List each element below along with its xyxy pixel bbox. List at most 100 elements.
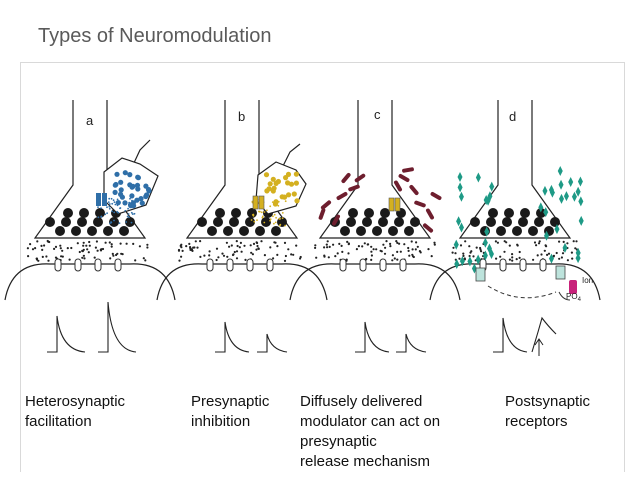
caption-a: Heterosynaptic facilitation (25, 393, 126, 430)
frame-right-line (624, 62, 625, 472)
synaptic-vesicle (496, 226, 506, 236)
transmitter-dot (110, 243, 113, 246)
transmitter-dot (37, 259, 40, 262)
postsynaptic-receptor (206, 258, 214, 272)
transmitter-dot (508, 258, 511, 261)
synaptic-vesicle (520, 208, 530, 218)
modulator-dot (106, 206, 108, 209)
transmitter-dot (499, 255, 502, 258)
transmitter-dot (325, 243, 328, 246)
transmitter-dot (370, 250, 373, 253)
modulator-dot (97, 206, 99, 209)
postsynaptic-modulator-molecule (475, 254, 481, 265)
diffuse-modulator-molecule (318, 208, 326, 220)
modulator-dot (269, 205, 272, 208)
transmitter-dot (334, 255, 337, 258)
modulator-dot (108, 203, 111, 205)
transmitter-dot (574, 247, 577, 250)
transmitter-dot (511, 259, 514, 262)
transmitter-dot (375, 248, 378, 251)
modulator-dot (107, 201, 110, 204)
modulator-dot (118, 222, 121, 225)
presynaptic-terminal-outline (458, 100, 572, 239)
transmitter-dot (299, 255, 302, 259)
transmitter-dot (503, 240, 506, 243)
postsynaptic-modulator-molecule (558, 179, 564, 190)
transmitter-dot (194, 240, 197, 243)
transmitter-dot (385, 240, 388, 243)
modulator-dot (109, 222, 111, 225)
modulator-dot (269, 218, 272, 221)
transmitter-dot (370, 254, 373, 257)
transmitter-dot (391, 254, 394, 257)
transmitter-dot (41, 255, 44, 258)
modulator-vesicle (127, 172, 133, 178)
caption-d: Postsynaptic receptors (505, 393, 591, 430)
transmitter-dot (238, 246, 241, 249)
transmitter-dot (323, 246, 326, 249)
transmitter-dot (70, 246, 73, 250)
transmitter-dot (146, 243, 149, 246)
synaptic-vesicle (207, 226, 217, 236)
transmitter-dot (575, 240, 578, 243)
transmitter-dot (104, 241, 107, 244)
synaptic-vesicle (61, 217, 71, 227)
transmitter-dot (88, 240, 91, 244)
modulator-vesicle (134, 197, 140, 203)
slide-title: Types of Neuromodulation (38, 25, 272, 47)
modulator-dot (273, 213, 276, 216)
modulator-vesicle (291, 191, 297, 197)
modulator-dot (114, 203, 117, 206)
transmitter-dot (570, 251, 574, 254)
synaptic-vesicle (55, 226, 65, 236)
postsynaptic-modulator-molecule (543, 207, 549, 218)
ion-label: Ion (582, 276, 593, 285)
modulator-vesicle (282, 194, 288, 200)
transmitter-dot (45, 255, 48, 258)
modulator-vesicle (138, 196, 144, 202)
postsynaptic-modulator-molecule (578, 196, 584, 207)
transmitter-dot (192, 246, 195, 249)
postsynaptic-modulator-molecule (542, 185, 548, 196)
modulator-dot (273, 202, 276, 204)
presynaptic-terminal-outline (318, 100, 432, 239)
transmitter-dot (383, 252, 387, 255)
postsynaptic-modulator-molecule (482, 250, 488, 261)
transmitter-dot (370, 258, 373, 261)
transmitter-dot (180, 255, 183, 258)
transmitter-dot (396, 241, 399, 244)
postsynaptic-modulator-molecule (568, 176, 574, 187)
panel-letter-a: a (86, 113, 94, 128)
transmitter-dot (199, 255, 202, 258)
transmitter-dot (230, 244, 233, 247)
transmitter-dot (323, 255, 326, 258)
modulator-receptor (475, 267, 486, 282)
modulator-dot (263, 211, 266, 213)
transmitter-dot (178, 259, 181, 262)
modulator-dot (250, 219, 253, 221)
transmitter-dot (469, 251, 472, 254)
transmitter-dot (93, 256, 96, 259)
transmitter-dot (208, 250, 211, 253)
modulator-dot (128, 216, 130, 219)
transmitter-dot (138, 245, 141, 248)
modulator-vesicle (288, 181, 295, 187)
postsynaptic-receptor (539, 258, 547, 272)
modulator-dot (130, 221, 133, 224)
transmitter-dot (76, 242, 79, 245)
transmitter-dot (515, 258, 518, 261)
transmitter-dot (357, 245, 360, 248)
transmitter-dot (555, 251, 558, 255)
signaling-pathway (487, 285, 557, 299)
transmitter-dot (518, 256, 521, 259)
transmitter-dot (427, 248, 430, 251)
transmitter-dot (142, 257, 145, 260)
modulator-dot (106, 212, 108, 215)
synaptic-vesicle (229, 217, 239, 227)
modulator-dot (110, 197, 113, 200)
modulator-dot (284, 197, 287, 200)
postsynaptic-modulator-molecule (482, 237, 488, 248)
modulator-dot (273, 222, 275, 225)
presynaptic-terminal-outline (185, 100, 299, 239)
modulator-dot (281, 217, 284, 220)
